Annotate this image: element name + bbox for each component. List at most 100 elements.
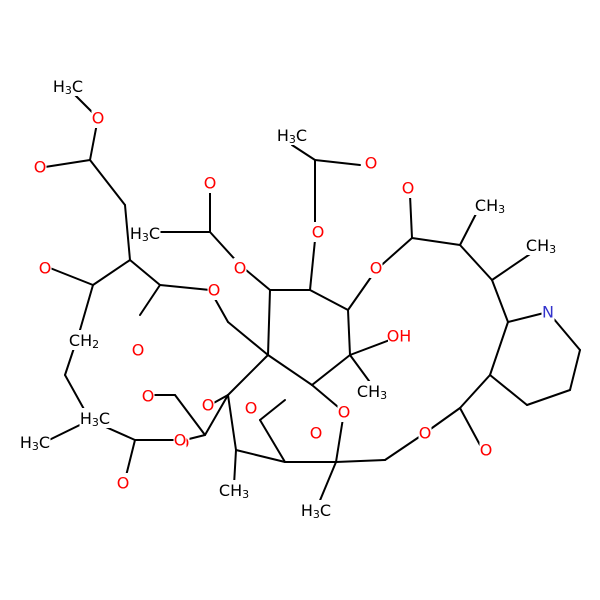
bond-14 — [129, 259, 161, 286]
atom-label: N — [542, 303, 554, 322]
atom-left-ch3: H3C — [19, 432, 51, 453]
bond-15 — [139, 284, 161, 316]
atom-ch3-right-1: CH3 — [474, 195, 506, 216]
bond-layer — [44, 94, 581, 511]
bond-47 — [384, 432, 426, 461]
atom-label: CH2 — [69, 331, 99, 351]
atom-label: O — [419, 424, 432, 443]
atom-label: H3C — [80, 409, 110, 429]
atom-label: O — [204, 174, 217, 193]
atom-epoxy-o: O — [244, 398, 258, 418]
atom-label: CH3 — [526, 236, 556, 256]
bond-34 — [459, 209, 479, 246]
atom-acetate-co-left: O — [131, 340, 145, 360]
atom-macro-ester-o: O — [418, 423, 432, 443]
atom-label: O — [245, 399, 258, 418]
atom-label: O — [202, 396, 215, 415]
atom-oh: OH — [387, 326, 412, 346]
bond-63 — [233, 449, 237, 486]
bond-2 — [44, 159, 91, 168]
atom-ester-o-1: O — [91, 108, 105, 128]
atom-ch2: CH2 — [68, 330, 100, 351]
bond-28 — [314, 159, 361, 166]
bond-37 — [491, 279, 509, 323]
bond-53 — [347, 309, 351, 356]
bond-25 — [309, 239, 316, 291]
bond-51 — [259, 419, 286, 463]
atom-label: O — [117, 474, 130, 493]
atom-acetate-o-1: O — [203, 173, 217, 193]
atom-carbonyl-o-1: O — [33, 157, 47, 177]
bond-54 — [349, 337, 396, 356]
atom-acetate-ch3-left: H3C — [79, 408, 111, 429]
atom-lower-o-1: O — [141, 386, 155, 406]
bond-42 — [489, 374, 528, 406]
bond-41 — [526, 389, 571, 406]
atom-label: H3C — [130, 224, 160, 244]
bond-16 — [159, 284, 211, 291]
atom-acetate-o-2: O — [233, 258, 247, 278]
bond-27 — [291, 144, 316, 161]
atom-label: O — [92, 109, 105, 128]
bond-48 — [335, 459, 386, 463]
atom-top-acetate-co: O — [364, 153, 378, 173]
atom-carbonyl-o-2: O — [116, 473, 130, 493]
atom-label: H3C — [53, 77, 83, 97]
atom-top-ch3: H3C — [276, 125, 308, 146]
bond-46 — [459, 407, 481, 446]
atom-label: O — [365, 154, 378, 173]
atom-macro-co-top: O — [401, 178, 415, 198]
bond-68 — [174, 394, 206, 436]
atom-top-acetate-o: O — [311, 222, 325, 242]
atom-macro-co-bottom: O — [479, 440, 493, 460]
atom-me-ester-ch3: H3C — [52, 76, 84, 97]
atom-label: O — [370, 259, 383, 278]
bond-65 — [204, 394, 229, 436]
atom-bridge-o: O — [337, 402, 351, 422]
atom-label: H3C — [20, 433, 50, 453]
bond-3 — [89, 159, 126, 206]
bond-52 — [259, 399, 286, 421]
bond-57 — [267, 354, 313, 386]
atom-label: O — [310, 424, 323, 443]
atom-label: O — [480, 441, 493, 460]
atom-lower-co: O — [173, 430, 187, 450]
bond-18 — [227, 321, 269, 356]
atom-label: O — [174, 431, 187, 450]
atom-lower-ch3: CH3 — [218, 480, 250, 501]
bond-6 — [49, 267, 94, 286]
bond-23 — [267, 289, 271, 356]
bond-43 — [489, 321, 509, 376]
bond-64 — [235, 449, 286, 463]
atom-label: CH3 — [357, 382, 387, 402]
bond-38 — [507, 311, 549, 323]
bond-7 — [79, 284, 94, 331]
atom-label: O — [34, 158, 47, 177]
bond-32 — [409, 194, 413, 239]
atom-label: CH3 — [219, 481, 249, 501]
atom-ring-o-acyl: O — [369, 258, 383, 278]
bond-62 — [227, 394, 237, 451]
atom-bottom-ch3: H3C — [300, 500, 332, 521]
atom-lower-o-2: O — [201, 395, 215, 415]
atom-lower-o-3: O — [309, 423, 323, 443]
atom-label-layer: H3COOOCH2H3COOH3COOH3COOOOCH3CH3NOHCH3OO… — [19, 76, 557, 521]
atom-label: H3C — [277, 126, 307, 146]
bond-35 — [459, 244, 493, 281]
atom-label: OH — [387, 327, 412, 346]
atom-label: O — [338, 403, 351, 422]
bond-4 — [124, 204, 131, 261]
bond-29 — [309, 289, 349, 311]
bond-60 — [227, 354, 269, 396]
bond-55 — [349, 354, 373, 386]
atom-label: O — [234, 259, 247, 278]
atom-ketone-o: O — [38, 258, 52, 278]
atom-acetate-ch3-1: H3C — [129, 223, 161, 244]
atom-pyridine-n: N — [541, 302, 555, 322]
atom-label: O — [208, 281, 221, 300]
bond-33 — [411, 237, 461, 246]
atom-ch3-right-2: CH3 — [525, 235, 557, 256]
bond-44 — [459, 374, 491, 409]
bond-5 — [92, 259, 131, 286]
